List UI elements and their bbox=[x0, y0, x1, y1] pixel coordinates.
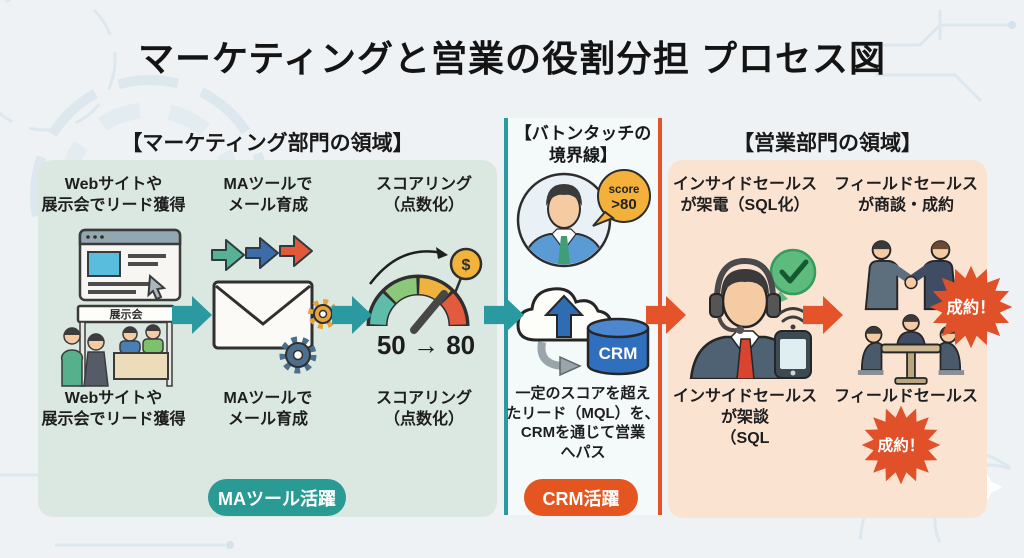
coin-dollar-label: $ bbox=[462, 257, 471, 274]
booth-sign-label: 展示会 bbox=[109, 307, 144, 321]
ma-tool-badge: MAツール活躍 bbox=[208, 479, 346, 516]
website-expo-icon: 展示会 bbox=[50, 228, 190, 390]
deal-burst-icon: 成約！ bbox=[928, 264, 1014, 350]
step2-bottom-label: MAツールで メール育成 bbox=[223, 390, 313, 428]
step1-bottom-label: Webサイトや 展示会でリード獲得 bbox=[41, 390, 186, 428]
gauge-score-label: 50 → 80 bbox=[376, 330, 476, 360]
inside-sales-bottom-label: インサイドセールス が架談 （SQL bbox=[672, 388, 817, 447]
inside-sales-top-label: インサイドセールス が架電（SQL化） bbox=[672, 176, 817, 214]
cloud-crm-icon: CRM bbox=[512, 280, 652, 377]
crm-database-label: CRM bbox=[599, 344, 638, 363]
step2-top-label: MAツールで メール育成 bbox=[223, 176, 313, 214]
step3-bottom-label: スコアリング （点数化） bbox=[375, 390, 472, 428]
score-bubble-word: score bbox=[609, 184, 640, 196]
deal-burst-icon-2: 成約！ bbox=[860, 404, 942, 486]
crm-badge: CRM活躍 bbox=[524, 479, 638, 516]
deal-burst-label: 成約！ bbox=[947, 298, 996, 317]
step1-top-label: Webサイトや 展示会でリード獲得 bbox=[41, 176, 186, 214]
deal-burst-label-2: 成約！ bbox=[878, 436, 925, 455]
handoff-section-header: 【バトンタッチの 境界線】 bbox=[514, 124, 652, 166]
field-sales-top-label: フィールドセールス が商談・成約 bbox=[834, 176, 978, 214]
sales-section-header: 【営業部門の領域】 bbox=[733, 132, 922, 155]
gear-small-icon bbox=[308, 299, 338, 329]
lead-score-avatar-icon: score >80 bbox=[512, 166, 657, 272]
score-bubble-value: >80 bbox=[611, 196, 636, 213]
email-nurture-icon bbox=[210, 234, 340, 376]
field-sales-bottom-label: フィールドセールス bbox=[834, 388, 978, 405]
gear-large-icon bbox=[279, 336, 317, 374]
inside-sales-headset-icon bbox=[683, 244, 818, 381]
handoff-description: 一定のスコアを超え たリード（MQL）を、 CRMを通じて営業 へパス bbox=[506, 385, 660, 461]
step3-top-label: スコアリング （点数化） bbox=[375, 176, 472, 214]
gauge-icon: $ bbox=[360, 238, 492, 334]
handshake-icon bbox=[864, 240, 958, 311]
page-title: マーケティングと営業の役割分担 プロセス図 bbox=[137, 38, 887, 79]
marketing-section-header: 【マーケティング部門の領域】 bbox=[121, 132, 414, 155]
